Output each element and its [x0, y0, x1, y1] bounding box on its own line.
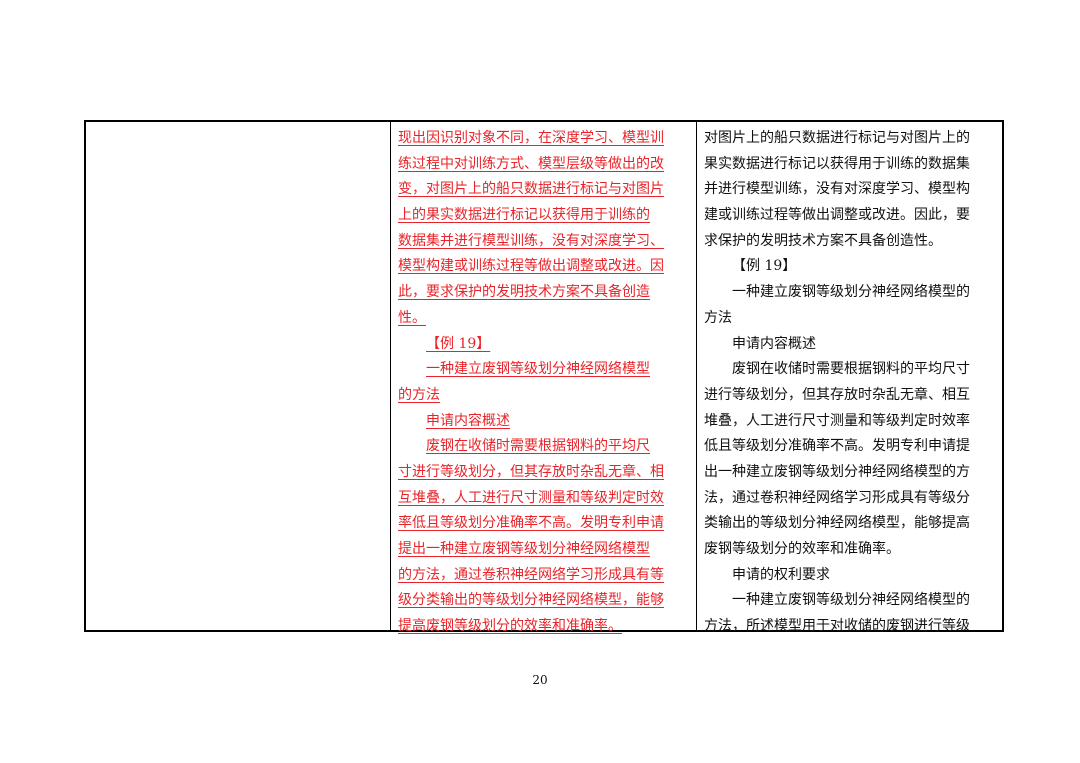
revised-text-line-text: 现出因识别对象不同，在深度学习、模型训: [398, 130, 664, 146]
revised-text-line-text: 申请内容概述: [426, 412, 510, 429]
revised-text-line-text: 的方法，通过卷积神经网络学习形成具有等: [398, 566, 664, 583]
revised-text-line-text: 提高废钢等级划分的效率和准确率。: [398, 618, 622, 635]
original-text-line: 低且等级划分准确率不高。发明专利申请提: [704, 438, 970, 455]
revised-text-line: 的方法: [398, 383, 690, 409]
comparison-table: 现出因识别对象不同，在深度学习、模型训练过程中对训练方式、模型层级等做出的改变，…: [84, 120, 1004, 634]
revised-text-cell: 现出因识别对象不同，在深度学习、模型训练过程中对训练方式、模型层级等做出的改变，…: [398, 126, 690, 640]
original-text-line: 求保护的发明技术方案不具备创造性。: [704, 232, 942, 249]
revised-text-line-text: 废钢在收储时需要根据钢料的平均尺: [426, 438, 650, 455]
revised-text-line: 提出一种建立废钢等级划分神经网络模型: [398, 537, 690, 563]
original-text-line: 【例 19】: [732, 258, 797, 275]
revised-text-line: 变，对图片上的船只数据进行标记与对图片: [398, 177, 690, 203]
revised-text-line: 性。: [398, 306, 690, 332]
original-text-line: 一种建立废钢等级划分神经网络模型的: [732, 592, 970, 609]
revised-text-line-text: 寸进行等级划分，但其存放时杂乱无章、相: [398, 463, 664, 480]
column-divider-left: [390, 122, 391, 630]
revised-text-line: 提高废钢等级划分的效率和准确率。: [398, 614, 690, 640]
original-text-line: 法，通过卷积神经网络学习形成具有等级分: [704, 489, 970, 506]
revised-text-line-text: 练过程中对训练方式、模型层级等做出的改: [398, 155, 664, 172]
revised-text-line-text: 上的果实数据进行标记以获得用于训练的: [398, 207, 650, 224]
revised-text-line: 练过程中对训练方式、模型层级等做出的改: [398, 152, 690, 178]
original-text-line: 申请的权利要求: [732, 566, 830, 583]
revised-text-line: 模型构建或训练过程等做出调整或改进。因: [398, 254, 690, 280]
revised-text-line: 寸进行等级划分，但其存放时杂乱无章、相: [398, 460, 690, 486]
original-text-line: 废钢在收储时需要根据钢料的平均尺寸: [732, 361, 970, 378]
original-text-line: 出一种建立废钢等级划分神经网络模型的方: [704, 463, 970, 480]
revised-text-line: 互堆叠，人工进行尺寸测量和等级判定时效: [398, 486, 690, 512]
page-number: 20: [532, 673, 548, 687]
revised-text-line-text: 互堆叠，人工进行尺寸测量和等级判定时效: [398, 489, 664, 506]
revised-text-line-text: 模型构建或训练过程等做出调整或改进。因: [398, 258, 664, 275]
revised-text-line-text: 此，要求保护的发明技术方案不具备创造: [398, 284, 650, 301]
original-text-line: 进行等级划分，但其存放时杂乱无章、相互: [704, 386, 970, 403]
original-text-line: 申请内容概述: [732, 335, 816, 352]
revised-text-line-text: 级分类输出的等级划分神经网络模型，能够: [398, 592, 664, 609]
original-text-line: 类输出的等级划分神经网络模型，能够提高: [704, 515, 970, 532]
original-text-line: 果实数据进行标记以获得用于训练的数据集: [704, 155, 970, 172]
revised-text-line-text: 提出一种建立废钢等级划分神经网络模型: [398, 541, 650, 557]
revised-text-line: 现出因识别对象不同，在深度学习、模型训: [398, 126, 690, 152]
original-text-line: 堆叠，人工进行尺寸测量和等级判定时效率: [704, 412, 970, 429]
column-divider-right: [696, 122, 697, 630]
revised-text-line: 【例 19】: [398, 332, 690, 358]
revised-text-line-text: 【例 19】: [426, 335, 491, 352]
revised-text-line: 的方法，通过卷积神经网络学习形成具有等: [398, 563, 690, 589]
revised-text-line: 一种建立废钢等级划分神经网络模型: [398, 357, 690, 383]
original-text-line: 建或训练过程等做出调整或改进。因此，要: [704, 207, 970, 224]
revised-text-line-text: 性。: [398, 309, 426, 326]
original-text-line: 方法，所述模型用于对收储的废钢进行等级: [704, 618, 970, 635]
original-text-line: 废钢等级划分的效率和准确率。: [704, 541, 900, 557]
revised-text-line-text: 率低且等级划分准确率不高。发明专利申请: [398, 515, 664, 532]
revised-text-line: 废钢在收储时需要根据钢料的平均尺: [398, 434, 690, 460]
original-text-line: 对图片上的船只数据进行标记与对图片上的: [704, 130, 970, 146]
original-text-cell: 对图片上的船只数据进行标记与对图片上的果实数据进行标记以获得用于训练的数据集并进…: [704, 126, 998, 640]
revised-text-line-text: 一种建立废钢等级划分神经网络模型: [426, 361, 650, 378]
original-text-line: 方法: [704, 309, 732, 326]
revised-text-line-text: 变，对图片上的船只数据进行标记与对图片: [398, 181, 664, 198]
revised-text-line: 申请内容概述: [398, 409, 690, 435]
revised-text-line: 数据集并进行模型训练，没有对深度学习、: [398, 229, 690, 255]
original-text-line: 一种建立废钢等级划分神经网络模型的: [732, 284, 970, 301]
revised-text-line: 此，要求保护的发明技术方案不具备创造: [398, 280, 690, 306]
revised-text-line: 级分类输出的等级划分神经网络模型，能够: [398, 588, 690, 614]
original-text-line: 并进行模型训练，没有对深度学习、模型构: [704, 181, 970, 198]
revised-text-line: 率低且等级划分准确率不高。发明专利申请: [398, 511, 690, 537]
revised-text-line: 上的果实数据进行标记以获得用于训练的: [398, 203, 690, 229]
revised-text-line-text: 数据集并进行模型训练，没有对深度学习、: [398, 232, 664, 249]
revised-text-line-text: 的方法: [398, 386, 440, 403]
